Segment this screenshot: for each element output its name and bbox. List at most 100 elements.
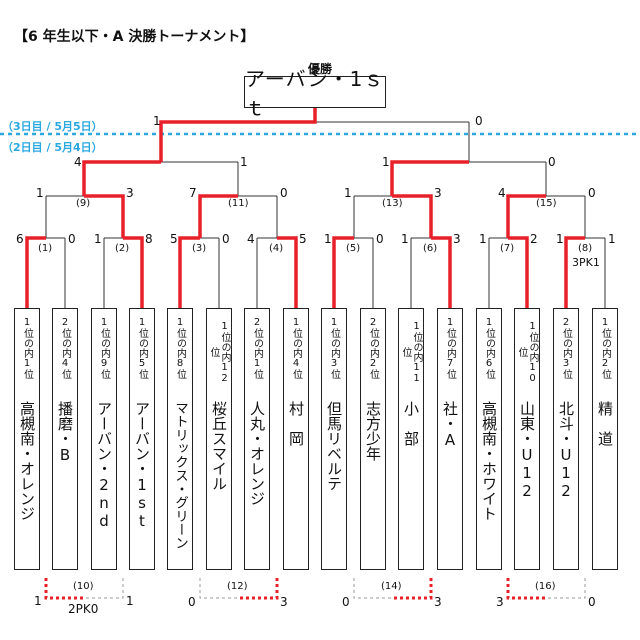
win-path-semi-1 — [82, 160, 161, 196]
team-name: 北斗・U12 — [557, 401, 575, 500]
team-box: 1位の内4位村 岡 — [283, 308, 309, 570]
team-rank: 1位の内8位 — [174, 317, 186, 379]
win-path-7 — [508, 236, 529, 308]
win-path-4 — [277, 236, 298, 308]
match-14: (14) — [381, 581, 402, 592]
c10-left: 1 — [34, 594, 42, 608]
team-box: 1位の内9位アーバン・2nd — [91, 308, 117, 570]
c10-pk: 2PK0 — [68, 602, 99, 616]
team-name: 播磨・B — [56, 401, 74, 464]
match-3: (3) — [192, 243, 207, 254]
r1-2-right: 8 — [145, 232, 153, 246]
r1-4-right: 5 — [299, 232, 307, 246]
team-rank: 1位の内6位 — [483, 317, 495, 379]
semi-2-score-right: 0 — [548, 155, 556, 169]
r1-7-right: 2 — [530, 232, 538, 246]
win-path-5 — [332, 236, 354, 308]
r1-7-left: 1 — [479, 232, 487, 246]
match-7: (7) — [500, 243, 515, 254]
team-name: アーバン・2nd — [95, 401, 113, 530]
team-name: マトリックス・グリーン — [172, 401, 188, 550]
champion-name: アーバン・1ｓｔ — [245, 67, 385, 120]
consolation-lines — [44, 578, 586, 600]
c12-right: 3 — [280, 595, 288, 609]
team-name: 高槻南・オレンジ — [18, 401, 36, 521]
r2-13-left: 1 — [344, 186, 352, 200]
match-13: (13) — [382, 198, 403, 209]
match-5: (5) — [346, 243, 361, 254]
final-score-left: 1 — [153, 114, 161, 128]
team-rank: 2位の内3位 — [560, 317, 572, 379]
r1-2-left: 1 — [94, 232, 102, 246]
win-path-1 — [25, 236, 46, 308]
team-box: 2位の内3位北斗・U12 — [553, 308, 579, 570]
day2-label: （2日目 / 5月4日） — [2, 141, 103, 154]
team-box: 1位の内2位精 道 — [592, 308, 618, 570]
team-name: 山東・U12 — [518, 401, 536, 500]
match-8-pk: 3PK1 — [572, 256, 600, 269]
win-path-15 — [506, 194, 546, 238]
team-rank: 2位の内1位 — [251, 317, 263, 379]
team-rank: 2位の内2位 — [367, 317, 379, 379]
team-rank: 1位の内3位 — [328, 317, 340, 379]
win-path-9 — [84, 194, 125, 238]
r2-11-right: 0 — [280, 186, 288, 200]
team-name: 人丸・オレンジ — [248, 401, 266, 506]
team-rank: 1位の内2位 — [599, 317, 611, 379]
base-lines — [26, 108, 606, 308]
c10-right: 1 — [126, 594, 134, 608]
match-10: (10) — [73, 581, 94, 592]
champion-box: アーバン・1ｓｔ — [244, 67, 386, 120]
r2-13-right: 3 — [434, 186, 442, 200]
winning-paths — [25, 108, 585, 308]
match-16: (16) — [535, 581, 556, 592]
match-2: (2) — [115, 243, 130, 254]
r2-9-left: 1 — [36, 186, 44, 200]
win-path-8 — [564, 236, 585, 308]
win-path-6 — [431, 236, 452, 308]
team-box: 1位の内6位高槻南・ホワイト — [476, 308, 502, 570]
match-8: (8) — [578, 243, 593, 254]
team-rank: 1位の内12位 — [208, 320, 230, 384]
r1-1-right: 0 — [68, 232, 76, 246]
team-name: 村 岡 — [287, 401, 305, 446]
r1-6-right: 3 — [453, 232, 461, 246]
match-12: (12) — [227, 581, 248, 592]
team-rank: 1位の内7位 — [444, 317, 456, 379]
match-6: (6) — [423, 243, 438, 254]
win-path-2 — [123, 236, 144, 308]
r2-9-right: 3 — [126, 186, 134, 200]
match-1: (1) — [38, 243, 53, 254]
r1-8-left: 1 — [556, 232, 564, 246]
team-box: 2位の内4位播磨・B — [52, 308, 78, 570]
r2-15-right: 0 — [588, 186, 596, 200]
c16-right: 0 — [588, 595, 596, 609]
win-path-13 — [392, 194, 433, 238]
match-15: (15) — [536, 198, 557, 209]
team-name: 精 道 — [596, 401, 614, 446]
c14-right: 3 — [434, 595, 442, 609]
semi-2-score-left: 1 — [382, 155, 390, 169]
team-name: 志方少年 — [364, 401, 382, 461]
team-rank: 1位の内4位 — [290, 317, 302, 379]
team-rank: 1位の内11位 — [400, 320, 422, 384]
team-box: 1位の内8位マトリックス・グリーン — [167, 308, 193, 570]
r1-5-left: 1 — [324, 232, 332, 246]
match-9: (9) — [76, 198, 91, 209]
team-name: 桜丘スマイル — [210, 401, 228, 491]
r1-8-right: 1 — [608, 232, 616, 246]
win-path-semi-2 — [390, 160, 469, 196]
team-box: 1位の内5位アーバン・1st — [129, 308, 155, 570]
c12-left: 0 — [188, 595, 196, 609]
team-box: 1位の内3位但馬リベルテ — [321, 308, 347, 570]
team-rank: 1位の内10位 — [516, 320, 538, 384]
r2-11-left: 7 — [189, 186, 197, 200]
final-score-right: 0 — [475, 114, 483, 128]
team-box: 2位の内1位人丸・オレンジ — [244, 308, 270, 570]
c16-left: 3 — [496, 595, 504, 609]
r1-1-left: 6 — [16, 232, 24, 246]
r1-3-right: 0 — [222, 232, 230, 246]
team-rank: 2位の内4位 — [59, 317, 71, 379]
team-name: 社・A — [441, 401, 459, 449]
